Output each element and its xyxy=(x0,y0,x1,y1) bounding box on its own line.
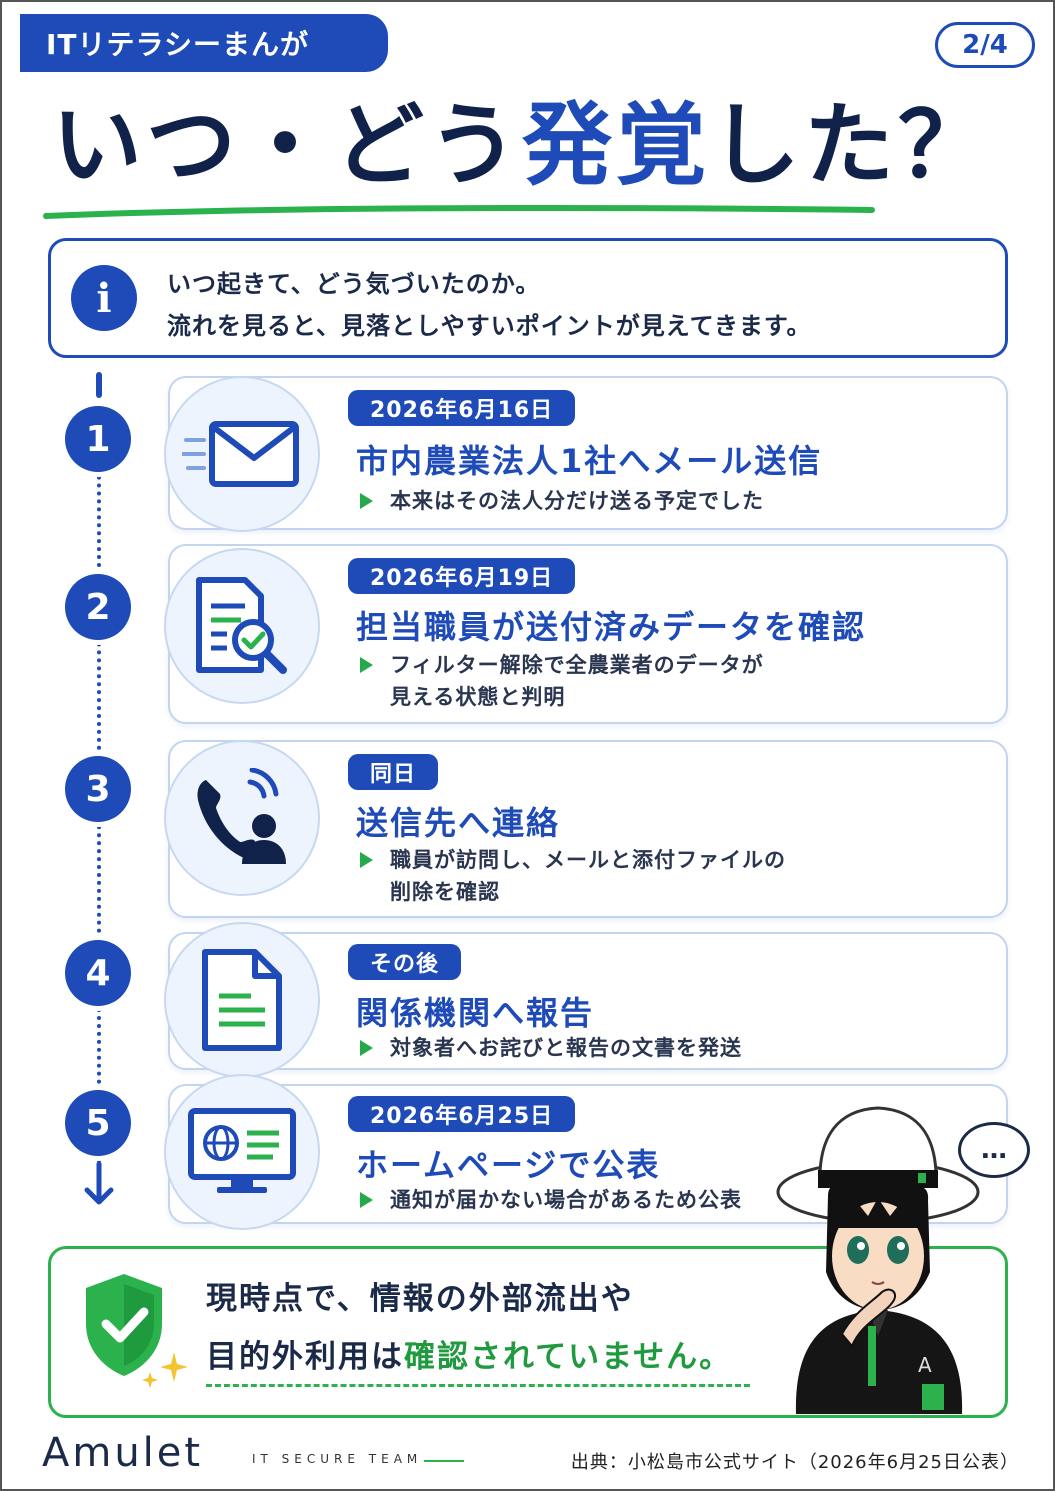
bullet-arrow-icon xyxy=(360,852,373,868)
bullet-arrow-icon xyxy=(360,657,373,673)
step-number-3: 3 xyxy=(65,756,131,822)
timeline-start xyxy=(96,372,102,398)
step-date-1: 2026年6月16日 xyxy=(348,390,576,426)
intro-box: i いつ起きて、どう気づいたのか。 流れを見ると、見落としやすいポイントが見えて… xyxy=(48,238,1008,358)
step-date-5: 2026年6月25日 xyxy=(348,1096,576,1132)
step-icon-circle-5 xyxy=(164,1074,320,1230)
bullet-arrow-icon xyxy=(360,493,373,509)
step-desc-1: 本来はその法人分だけ送る予定でした xyxy=(390,489,764,513)
page-indicator: 2/4 xyxy=(935,22,1035,68)
speech-bubble: … xyxy=(958,1122,1030,1178)
document-icon xyxy=(202,949,282,1051)
step-title-1: 市内農業法人1社へメール送信 xyxy=(356,442,823,480)
step-number-2: 2 xyxy=(65,574,131,640)
conclusion-line-1: 現時点で、情報の外部流出や xyxy=(206,1281,634,1317)
amulet-logo: Amulet xyxy=(42,1430,204,1476)
title-underline xyxy=(43,205,875,219)
arrow-down-icon xyxy=(84,1162,114,1205)
intro-text: いつ起きて、どう気づいたのか。 流れを見ると、見落としやすいポイントが見えてきま… xyxy=(167,263,811,347)
mail-icon xyxy=(182,421,299,487)
character-illustration: A xyxy=(776,1106,980,1414)
intro-line-1: いつ起きて、どう気づいたのか。 xyxy=(167,270,541,298)
step-icon-circle-3 xyxy=(164,740,320,896)
conclusion-text: 現時点で、情報の外部流出や 目的外利用は確認されていません。 xyxy=(206,1270,732,1386)
conclusion-dashed-line xyxy=(206,1384,750,1387)
title-highlight: 発覚 xyxy=(522,93,710,198)
step-date-4: その後 xyxy=(348,944,462,980)
team-label: IT SECURE TEAM xyxy=(252,1452,423,1466)
step-title-5: ホームページで公表 xyxy=(356,1146,661,1184)
svg-text:A: A xyxy=(918,1353,932,1377)
step-desc-2: フィルター解除で全農業者のデータが 見える状態と判明 xyxy=(390,653,764,709)
shield-check-icon xyxy=(86,1274,188,1388)
footer-divider xyxy=(424,1460,464,1462)
step-number-1: 1 xyxy=(65,406,131,472)
step-desc-4: 対象者へお詫びと報告の文書を発送 xyxy=(390,1036,742,1060)
step-number-5: 5 xyxy=(65,1090,131,1156)
conclusion-line-2: 目的外利用は確認されていません。 xyxy=(206,1339,733,1375)
info-icon: i xyxy=(71,265,137,331)
bullet-arrow-icon xyxy=(360,1192,373,1208)
step-title-4: 関係機関へ報告 xyxy=(356,994,595,1032)
bullet-arrow-icon xyxy=(360,1040,373,1056)
step-desc-5: 通知が届かない場合があるため公表 xyxy=(390,1188,742,1212)
phone-call-icon xyxy=(197,768,286,864)
series-tag: ITリテラシーまんが xyxy=(20,14,388,72)
document-search-icon xyxy=(196,577,287,674)
title-part2: した？ xyxy=(710,93,992,198)
step-date-2: 2026年6月19日 xyxy=(348,558,576,594)
step-date-3: 同日 xyxy=(348,754,439,790)
step-title-3: 送信先へ連絡 xyxy=(356,804,561,842)
page-title: いつ・どう発覚した？ xyxy=(52,96,992,195)
step-title-2: 担当職員が送付済みデータを確認 xyxy=(356,608,867,646)
step-icon-circle-2 xyxy=(164,548,320,704)
step-desc-3: 職員が訪問し、メールと添付ファイルの 削除を確認 xyxy=(390,848,786,904)
intro-line-2: 流れを見ると、見落としやすいポイントが見えてきます。 xyxy=(167,312,812,340)
step-icon-circle-4 xyxy=(164,922,320,1078)
step-icon-circle-1 xyxy=(164,376,320,532)
step-number-4: 4 xyxy=(65,940,131,1006)
title-part1: いつ・どう xyxy=(52,93,522,198)
website-icon xyxy=(188,1108,296,1193)
source-citation: 出典：小松島市公式サイト（2026年6月25日公表） xyxy=(570,1452,1019,1473)
